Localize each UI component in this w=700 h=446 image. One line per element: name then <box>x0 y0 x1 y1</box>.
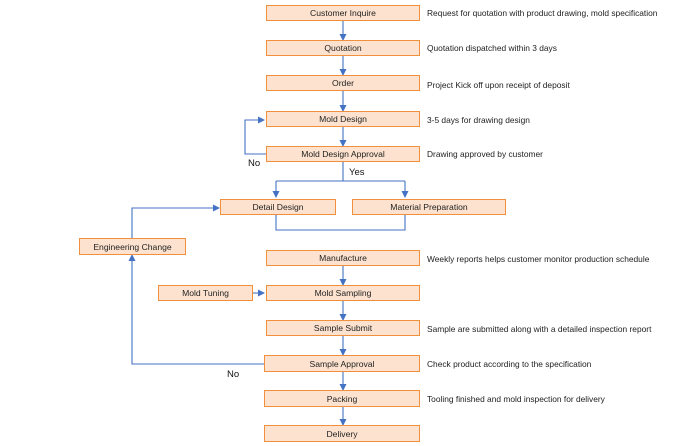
note-manufacture: Weekly reports helps customer monitor pr… <box>427 254 650 264</box>
node-sample-approval: Sample Approval <box>264 355 420 372</box>
node-material-preparation: Material Preparation <box>352 199 506 215</box>
arrow-design-no-loop <box>244 116 266 155</box>
note-mold-design-approval: Drawing approved by customer <box>427 149 543 159</box>
node-mold-design-approval: Mold Design Approval <box>266 146 420 162</box>
line-merge-bracket <box>275 215 406 231</box>
node-customer-inquire: Customer Inquire <box>266 5 420 21</box>
note-customer-inquire: Request for quotation with product drawi… <box>427 8 658 18</box>
node-packing: Packing <box>264 390 420 407</box>
node-mold-design: Mold Design <box>266 111 420 127</box>
note-packing: Tooling finished and mold inspection for… <box>427 394 605 404</box>
label-design-yes: Yes <box>349 167 365 178</box>
note-sample-submit: Sample are submitted along with a detail… <box>427 324 652 334</box>
node-engineering-change: Engineering Change <box>79 238 186 255</box>
node-mold-tuning: Mold Tuning <box>158 285 253 301</box>
arrow-sample-no-to-engineering <box>128 254 264 365</box>
note-quotation: Quotation dispatched within 3 days <box>427 43 557 53</box>
note-order: Project Kick off upon receipt of deposit <box>427 80 570 90</box>
node-manufacture: Manufacture <box>266 250 420 266</box>
node-delivery: Delivery <box>264 425 420 442</box>
note-sample-approval: Check product according to the specifica… <box>427 359 592 369</box>
node-quotation: Quotation <box>266 40 420 56</box>
label-sample-no: No <box>227 369 240 380</box>
arrow-engineering-to-detail <box>131 204 220 238</box>
node-order: Order <box>266 75 420 91</box>
node-sample-submit: Sample Submit <box>266 320 420 336</box>
node-detail-design: Detail Design <box>220 199 336 215</box>
label-design-no: No <box>248 158 261 169</box>
note-mold-design: 3-5 days for drawing design <box>427 115 530 125</box>
node-mold-sampling: Mold Sampling <box>266 285 420 301</box>
